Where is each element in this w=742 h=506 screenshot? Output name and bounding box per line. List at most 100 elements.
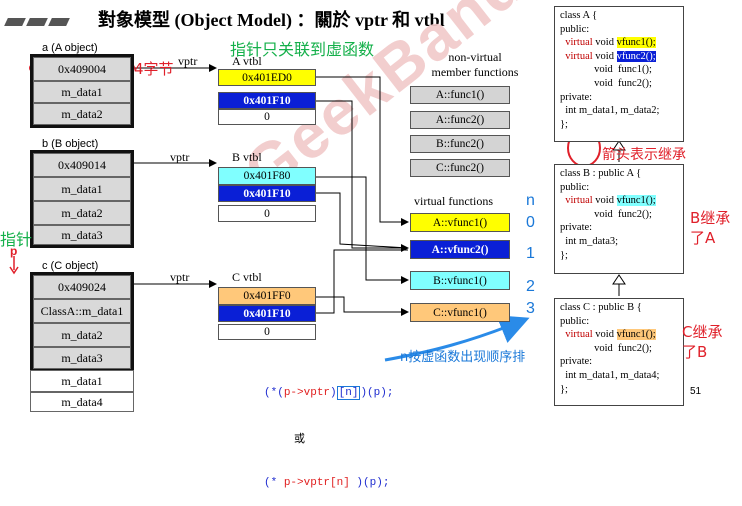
object-b-field: m_data2: [33, 201, 131, 225]
class-code-token: int m_data3;: [560, 235, 619, 247]
vtbl-c-slot: 0x401F10: [218, 305, 316, 322]
object-c-vptr: 0x409024: [33, 275, 131, 299]
annotation-line: C继承: [682, 323, 723, 341]
class-code-line: void func2();: [560, 342, 678, 356]
virtual-header: virtual functions: [414, 194, 493, 208]
object-c-field: ClassA::m_data1: [33, 299, 131, 323]
class-code-line: public:: [560, 23, 678, 37]
annotation-line: 了B: [682, 343, 708, 361]
class-code-line: virtual void vfunc1();: [560, 36, 678, 50]
code-token: )(p);: [360, 387, 394, 399]
object-b-label: b (B object): [42, 138, 99, 150]
class-code-line: };: [560, 249, 678, 263]
code-or: 或: [294, 432, 305, 445]
class-code-token: vfunc1();: [616, 329, 656, 341]
class-code-line: class B : public A {: [560, 167, 678, 181]
vtbl-c-slot: 0x401FF0: [218, 287, 316, 305]
class-code-line: class C : public B {: [560, 301, 678, 315]
annotation-linked: 指针只关联到虚函数: [230, 40, 375, 59]
object-a-vptr: 0x409004: [33, 57, 131, 81]
class-code-token: };: [560, 249, 568, 261]
class-code-token: void func2();: [560, 342, 652, 354]
virtual-function: C::vfunc1(): [410, 303, 510, 322]
vtbl-c-terminator: 0: [218, 324, 316, 340]
class-code-line: int m_data1, m_data4;: [560, 369, 678, 383]
class-code-token: vfunc1();: [616, 37, 656, 49]
object-c-field: m_data1: [30, 370, 134, 392]
class-code-line: public:: [560, 181, 678, 195]
class-code-token: void func2();: [560, 77, 652, 89]
class-code-token: };: [560, 383, 568, 395]
class-code-token: vfunc1();: [616, 195, 656, 207]
class-code-token: public:: [560, 23, 590, 35]
vtbl-b-slot: 0x401F80: [218, 167, 316, 185]
code-token: ): [330, 387, 337, 399]
index-label: 1: [526, 245, 535, 262]
class-code-token: class C : public B {: [560, 302, 642, 313]
page-title: 對象模型 (Object Model) ：關於 vptr 和 vtbl: [98, 10, 445, 30]
class-code-token: void: [592, 50, 617, 62]
class-code-token: public:: [560, 181, 590, 193]
object-c: 0x409024 ClassA::m_data1 m_data2 m_data3: [30, 272, 134, 372]
class-code-token: public:: [560, 315, 590, 327]
object-b-field: m_data3: [33, 225, 131, 245]
class-code-line: void func2();: [560, 77, 678, 91]
class-code-token: void: [592, 329, 617, 341]
code-token: p->vptr[n]: [283, 477, 350, 489]
class-c-declaration: class C : public B { public: virtual void…: [554, 298, 684, 406]
annotation-order: n按虚函数出现顺序排: [400, 350, 526, 365]
class-code-token: };: [560, 118, 568, 130]
object-b: 0x409014 m_data1 m_data2 m_data3: [30, 150, 134, 248]
code-token: (*: [264, 477, 284, 489]
class-code-line: void func1();: [560, 63, 678, 77]
annotation-p: p: [10, 244, 18, 258]
annotation-pointer: 指针: [0, 230, 33, 249]
nonvirtual-function: A::func1(): [410, 86, 510, 104]
class-code-line: virtual void vfunc2();: [560, 50, 678, 64]
index-label: 3: [526, 300, 535, 317]
object-b-field: m_data1: [33, 177, 131, 201]
annotation-arrow-inherit: 箭头表示继承: [602, 147, 686, 163]
class-code-token: private:: [560, 91, 593, 103]
object-c-label: c (C object): [42, 260, 99, 272]
class-code-token: virtual: [560, 37, 593, 49]
annotation-c-inherit: C继承 了B: [682, 322, 722, 362]
code-line-1: (*(p->vptr)[n])(p);: [264, 386, 393, 401]
vtbl-b-slot: 0x401F10: [218, 185, 316, 202]
vtbl-b-label: B vtbl: [232, 150, 262, 164]
index-label: n: [526, 192, 535, 209]
class-code-line: };: [560, 383, 678, 397]
class-code-token: virtual: [560, 195, 593, 207]
class-code-token: int m_data1, m_data2;: [560, 105, 660, 117]
object-a: 0x409004 m_data1 m_data2: [30, 54, 134, 128]
class-code-line: virtual void vfunc1();: [560, 194, 678, 208]
page-number: 51: [690, 386, 702, 397]
virtual-function: A::vfunc2(): [410, 240, 510, 259]
virtual-function: B::vfunc1(): [410, 271, 510, 290]
class-code-line: private:: [560, 91, 678, 105]
object-c-field: m_data3: [33, 347, 131, 369]
annotation-line: B继承: [690, 209, 731, 227]
class-code-line: void func2();: [560, 208, 678, 222]
code-token: )(p);: [349, 477, 390, 489]
vptr-label: vptr: [170, 270, 190, 284]
nonvirtual-header-line: non-virtual: [448, 50, 502, 64]
object-c-field: m_data2: [33, 323, 131, 347]
annotation-line: 了A: [690, 229, 716, 247]
class-code-token: void: [592, 195, 617, 207]
object-c-field: m_data4: [30, 392, 134, 412]
vtbl-c-label: C vtbl: [232, 270, 262, 284]
vtbl-b-terminator: 0: [218, 205, 316, 222]
class-code-line: int m_data3;: [560, 235, 678, 249]
code-index-token: [n]: [336, 386, 361, 400]
pointer-arrow-icon: [9, 256, 19, 275]
class-code-token: vfunc2();: [616, 50, 656, 62]
vptr-label: vptr: [170, 150, 190, 164]
class-code-token: virtual: [560, 329, 593, 341]
code-token: p->vptr: [283, 387, 331, 399]
class-code-token: void func2();: [560, 208, 652, 220]
nonvirtual-function: A::func2(): [410, 111, 510, 129]
class-b-declaration: class B : public A {public: virtual void…: [554, 164, 684, 274]
object-a-label: a (A object): [42, 42, 98, 54]
class-code-token: void: [592, 37, 617, 49]
